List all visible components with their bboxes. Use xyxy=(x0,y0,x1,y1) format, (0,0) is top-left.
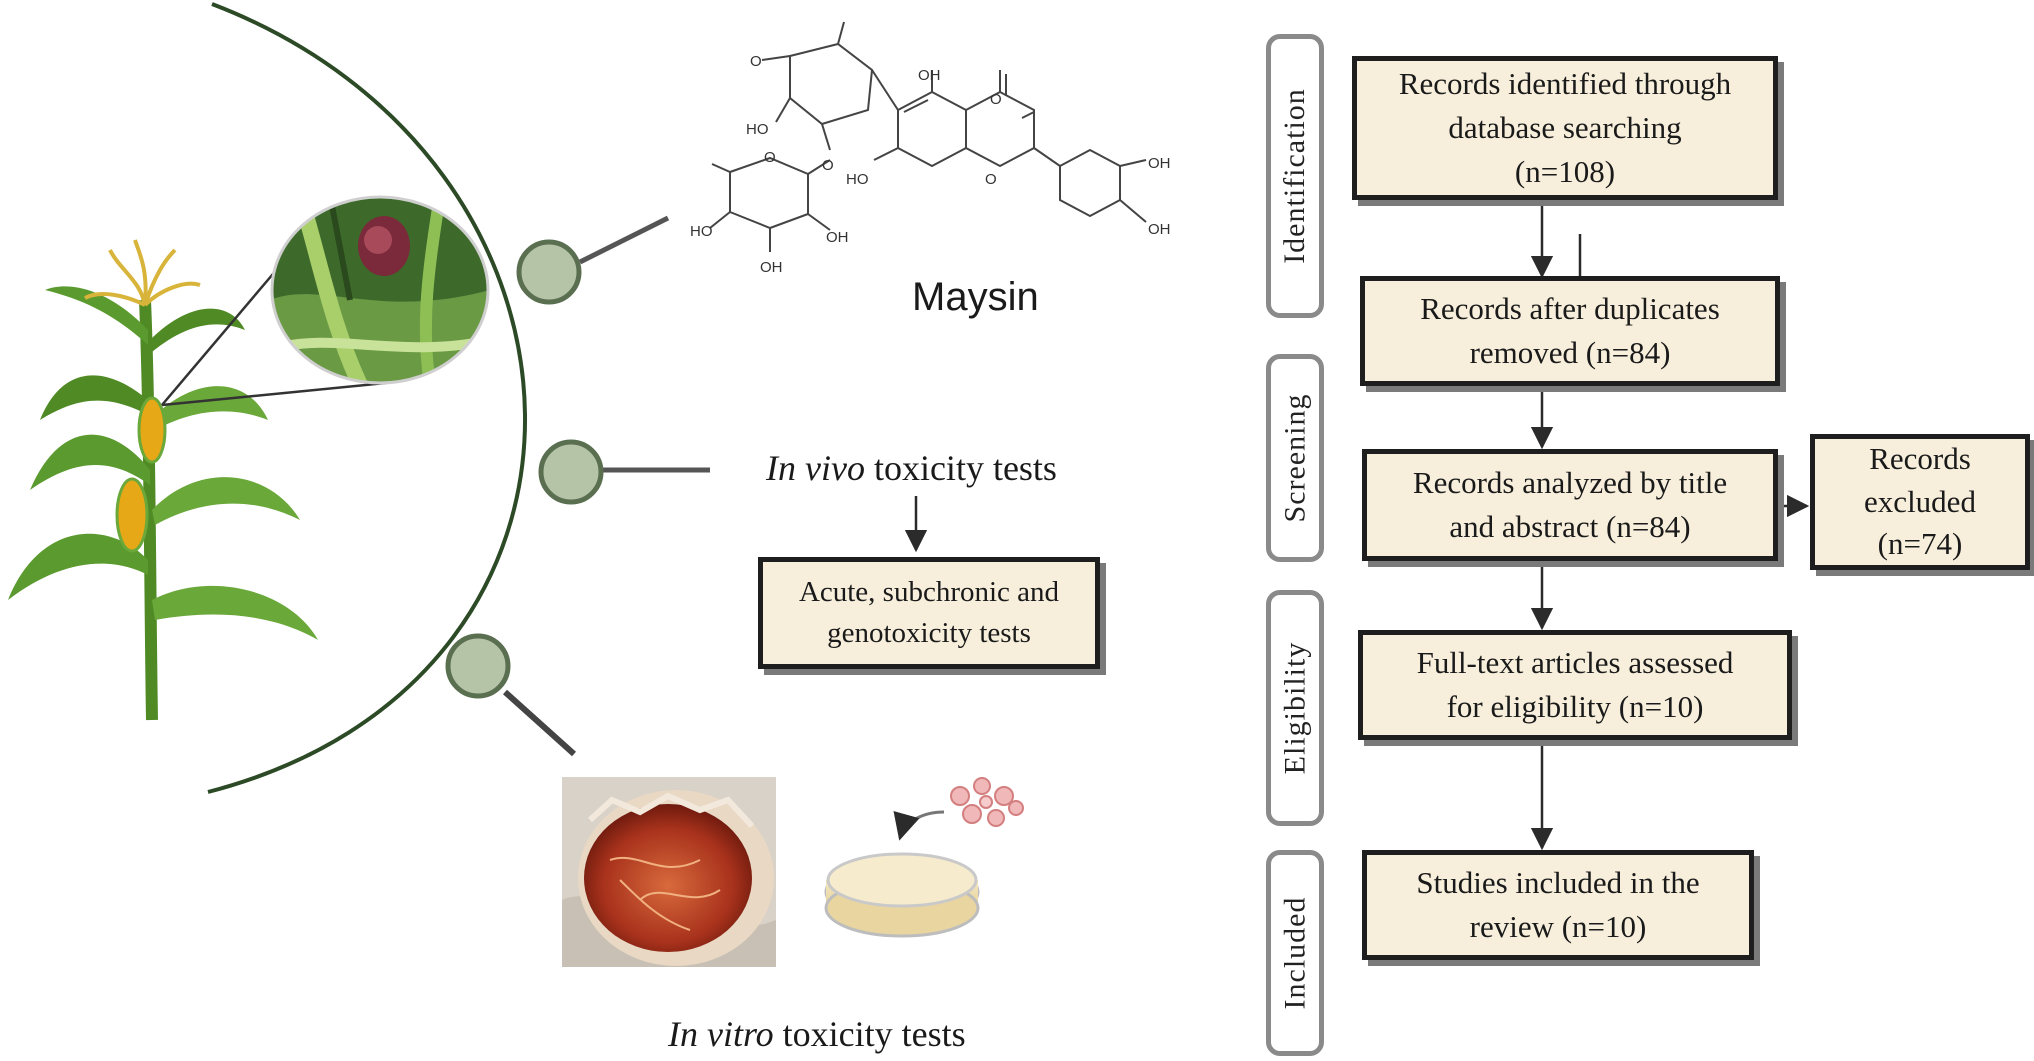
svg-text:HO: HO xyxy=(690,223,713,240)
svg-text:OH: OH xyxy=(760,259,783,276)
phase-screening: Screening xyxy=(1266,354,1324,562)
phase-identification: Identification xyxy=(1266,34,1324,318)
in-vivo-italic: In vivo xyxy=(766,448,865,488)
maysin-structure xyxy=(709,21,1147,252)
svg-text:OH: OH xyxy=(918,67,941,84)
identified-line1: Records identified through xyxy=(1398,65,1732,101)
embryonated-egg-photo xyxy=(562,777,776,967)
phase-included: Included xyxy=(1266,850,1324,1056)
svg-text:O: O xyxy=(764,149,776,166)
arc-node-bottom xyxy=(445,633,511,699)
maysin-label: Maysin xyxy=(912,275,1039,319)
svg-text:O: O xyxy=(985,171,997,188)
connector-line-invitro xyxy=(502,689,577,757)
in-vitro-italic: In vitro xyxy=(668,1014,774,1054)
identified-line3: (n=108) xyxy=(1514,154,1616,190)
corn-plant-illustration xyxy=(8,239,318,721)
corn-silk-photo xyxy=(270,195,490,385)
in-vivo-box-line2: genotoxicity tests xyxy=(827,617,1031,649)
maysin-atom-labels: O HO O O HO OH OH OH HO O O OH OH xyxy=(690,53,1171,276)
svg-text:HO: HO xyxy=(846,171,869,188)
main-arc xyxy=(207,2,527,794)
in-vivo-text: toxicity tests xyxy=(864,448,1057,488)
identified-line2: database searching xyxy=(1448,110,1682,145)
fulltext-line2: for eligibility (n=10) xyxy=(1446,689,1704,724)
fulltext-line1: Full-text articles assessed xyxy=(1416,644,1734,680)
svg-text:O: O xyxy=(822,157,834,174)
box-records-identified: Records identified through database sear… xyxy=(1352,56,1778,200)
in-vivo-box-line1: Acute, subchronic and xyxy=(798,575,1060,608)
svg-text:O: O xyxy=(990,91,1002,108)
connector-line-maysin xyxy=(578,215,670,265)
petri-dish-cells-illustration xyxy=(824,777,1024,938)
excluded-line1: Records xyxy=(1869,440,1971,476)
excluded-line3: (n=74) xyxy=(1877,526,1963,562)
box-studies-included: Studies included in the review (n=10) xyxy=(1362,850,1754,960)
svg-text:OH: OH xyxy=(1148,221,1171,238)
in-vitro-heading: In vitro toxicity tests xyxy=(668,1013,966,1055)
duplicates-line1: Records after duplicates xyxy=(1420,290,1720,326)
in-vivo-heading: In vivo toxicity tests xyxy=(766,447,1057,489)
analyzed-line2: and abstract (n=84) xyxy=(1449,509,1691,544)
analyzed-line1: Records analyzed by title xyxy=(1412,464,1728,500)
box-records-excluded: Records excluded (n=74) xyxy=(1810,434,2030,570)
svg-text:HO: HO xyxy=(746,121,769,138)
arc-node-top xyxy=(516,239,582,305)
box-records-analyzed: Records analyzed by title and abstract (… xyxy=(1362,449,1778,561)
box-fulltext-assessed: Full-text articles assessed for eligibil… xyxy=(1358,630,1792,740)
svg-text:OH: OH xyxy=(1148,155,1171,172)
excluded-line2: excluded xyxy=(1864,483,1976,519)
svg-text:O: O xyxy=(750,53,762,70)
in-vivo-tests-box: Acute, subchronic and genotoxicity tests xyxy=(758,557,1100,669)
duplicates-line2: removed (n=84) xyxy=(1469,335,1671,370)
in-vitro-text: toxicity tests xyxy=(773,1014,966,1054)
box-duplicates-removed: Records after duplicates removed (n=84) xyxy=(1360,276,1780,386)
arc-node-middle xyxy=(538,439,604,505)
included-line1: Studies included in the xyxy=(1416,864,1700,900)
svg-text:OH: OH xyxy=(826,229,849,246)
included-line2: review (n=10) xyxy=(1469,909,1647,944)
phase-eligibility: Eligibility xyxy=(1266,590,1324,826)
